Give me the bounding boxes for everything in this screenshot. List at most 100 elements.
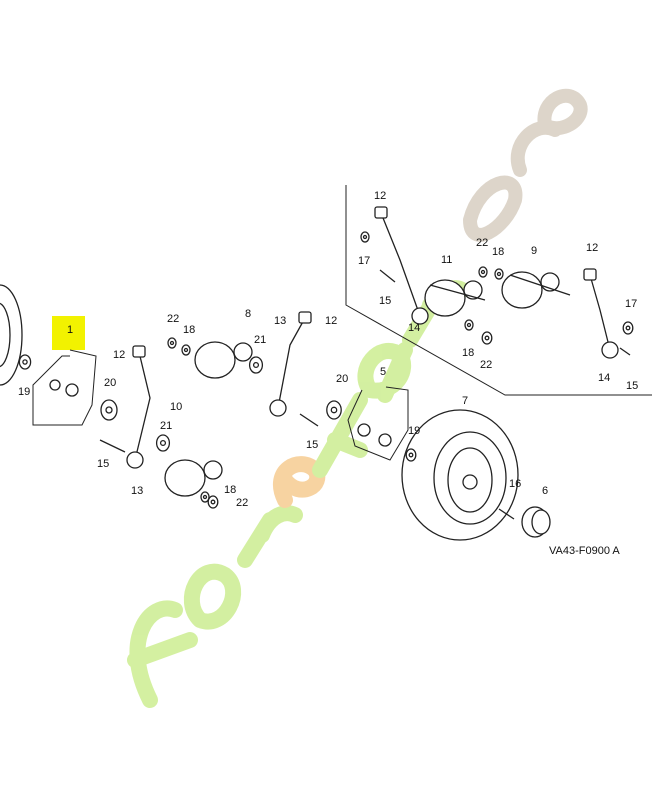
- left-wheel: [0, 284, 23, 386]
- part-label[interactable]: 20: [104, 377, 116, 389]
- gear-kit-5: [357, 423, 371, 437]
- nut-hole: [210, 499, 216, 505]
- part-label[interactable]: 11: [441, 254, 452, 266]
- washer-hole: [159, 439, 167, 447]
- part-label[interactable]: 15: [306, 439, 318, 451]
- bolt-icon: [498, 508, 515, 520]
- bracket-9: [501, 271, 543, 309]
- washer-hole: [496, 271, 502, 277]
- part-label[interactable]: 13: [131, 485, 143, 497]
- washer-hole: [330, 406, 338, 414]
- part-label[interactable]: 6: [542, 485, 548, 497]
- part-label[interactable]: 21: [254, 334, 266, 346]
- bracket-10-hole: [203, 460, 223, 480]
- washer-hole: [202, 494, 208, 500]
- part-label[interactable]: 22: [476, 237, 488, 249]
- arm-plate: [269, 399, 287, 417]
- bracket-11: [424, 279, 466, 317]
- watermark-stroke: [463, 175, 523, 242]
- part-label[interactable]: 12: [325, 315, 337, 327]
- bolt-icon: [299, 413, 319, 427]
- part-label[interactable]: 16: [509, 478, 521, 490]
- part-label[interactable]: 17: [625, 298, 637, 310]
- bracket-8-hole: [233, 342, 253, 362]
- part-label[interactable]: 19: [18, 386, 30, 398]
- wheel-7: [401, 409, 519, 541]
- lever-arm: [589, 274, 611, 351]
- lever-arm: [134, 351, 151, 461]
- part-label[interactable]: 18: [224, 484, 236, 496]
- arm-plate: [601, 341, 619, 359]
- washer-hole: [625, 325, 631, 331]
- washer-hole: [466, 322, 472, 328]
- bolt-icon: [99, 439, 126, 453]
- pad-12: [374, 206, 388, 219]
- part-label[interactable]: 22: [480, 359, 492, 371]
- part-label[interactable]: 7: [462, 395, 468, 407]
- part-label[interactable]: 15: [379, 295, 391, 307]
- axle-9: [509, 274, 571, 296]
- watermark-stroke: [272, 456, 326, 508]
- part-label[interactable]: 14: [408, 322, 420, 334]
- bracket-11-hole: [463, 280, 483, 300]
- part-label[interactable]: 10: [170, 401, 182, 413]
- part-label[interactable]: 8: [245, 308, 251, 320]
- part-label[interactable]: 9: [531, 245, 537, 257]
- arm-plate: [411, 307, 429, 325]
- kit-1-outline: [32, 349, 97, 426]
- drawing-code: VA43-F0900 A: [549, 545, 620, 557]
- part-label[interactable]: 21: [160, 420, 172, 432]
- part-label[interactable]: 19: [408, 425, 420, 437]
- kit-5-outline: [347, 386, 409, 461]
- nut-hole: [484, 335, 490, 341]
- pad-12: [132, 345, 146, 358]
- part-label[interactable]: 18: [462, 347, 474, 359]
- part-label[interactable]: 12: [113, 349, 125, 361]
- washer-hole: [362, 234, 368, 240]
- part-label[interactable]: 22: [167, 313, 179, 325]
- washer-hole: [22, 359, 28, 365]
- inset-frame: [345, 185, 652, 396]
- part-label[interactable]: 22: [236, 497, 248, 509]
- watermark-stroke: [127, 600, 198, 708]
- watermark-stroke: [237, 505, 303, 568]
- highlight-box: [52, 316, 85, 350]
- clip-kit-1: [49, 379, 61, 391]
- clip-kit-5: [378, 433, 392, 447]
- part-label[interactable]: 13: [274, 315, 286, 327]
- part-label[interactable]: 12: [374, 190, 386, 202]
- part-label[interactable]: 15: [97, 458, 109, 470]
- watermark-stroke: [312, 392, 368, 478]
- nut-hole: [169, 340, 175, 346]
- bracket-8: [194, 341, 236, 379]
- watermark-stroke: [183, 563, 242, 630]
- washer-hole: [408, 452, 414, 458]
- part-label[interactable]: 20: [336, 373, 348, 385]
- part-label[interactable]: 14: [598, 372, 610, 384]
- nut-hole: [480, 269, 486, 275]
- part-label[interactable]: 17: [358, 255, 370, 267]
- part-label[interactable]: 12: [586, 242, 598, 254]
- washer-hole: [105, 406, 113, 414]
- washer-hole: [183, 347, 189, 353]
- bracket-10: [164, 459, 206, 497]
- lever-arm: [277, 317, 306, 409]
- bolt-icon: [379, 269, 396, 283]
- part-label[interactable]: 18: [183, 324, 195, 336]
- pad-12: [298, 311, 312, 324]
- hub-cap-6: [521, 506, 551, 538]
- pad-12: [583, 268, 597, 281]
- watermark-stroke: [537, 88, 588, 136]
- arm-plate: [126, 451, 144, 469]
- parts-group: [18, 206, 634, 520]
- lever-arm: [380, 212, 421, 317]
- part-label[interactable]: 18: [492, 246, 504, 258]
- axle-11: [429, 284, 486, 301]
- part-label[interactable]: 5: [380, 366, 386, 378]
- part-label[interactable]: 15: [626, 380, 638, 392]
- bolt-icon: [619, 347, 631, 356]
- gear-kit-1: [65, 383, 79, 397]
- part-label[interactable]: 1: [67, 324, 73, 336]
